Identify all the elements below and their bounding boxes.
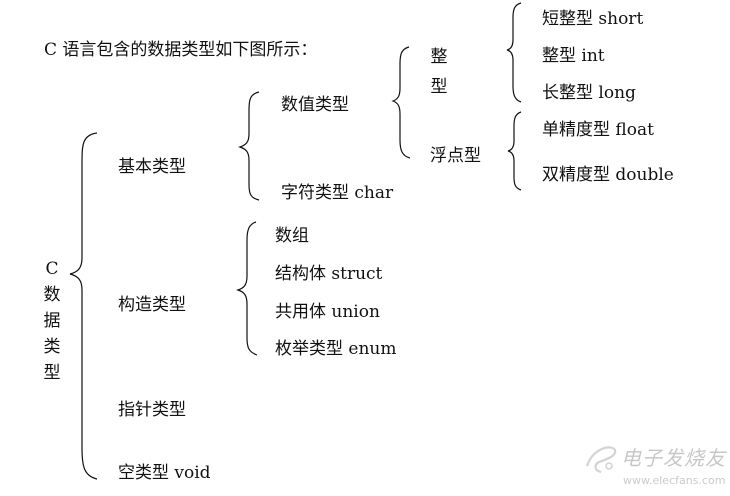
root-char: 型 <box>43 363 61 383</box>
root-char: 据 <box>43 311 61 331</box>
root-char: 数 <box>43 285 61 305</box>
integer-type-int: 整型 int <box>542 46 605 66</box>
integer-char: 整 <box>430 47 448 67</box>
brace-numeric <box>391 46 411 159</box>
integer-type-long: 长整型 long <box>542 83 636 103</box>
root-char: 类 <box>43 337 61 357</box>
intro-text: C 语言包含的数据类型如下图所示： <box>44 40 318 60</box>
brace-basic <box>238 91 260 201</box>
watermark-name: 电子发烧友 <box>621 446 726 470</box>
node-integer: 整 型 <box>427 42 451 102</box>
brace-integer <box>506 2 522 103</box>
construct-type-array: 数组 <box>275 226 309 246</box>
brace-root <box>69 132 98 480</box>
root-label: C 数 据 类 型 <box>40 256 64 386</box>
brace-float <box>507 111 522 191</box>
node-numeric: 数值类型 <box>281 95 349 115</box>
node-construct: 构造类型 <box>118 295 186 315</box>
node-char: 字符类型 char <box>281 183 394 203</box>
construct-type-struct: 结构体 struct <box>275 264 383 284</box>
watermark-url: www.elecfans.com <box>623 474 726 487</box>
integer-char: 型 <box>430 77 448 97</box>
node-floating: 浮点型 <box>430 146 481 166</box>
watermark: 电子发烧友 www.elecfans.com <box>583 438 728 494</box>
root-char: C <box>45 259 59 279</box>
node-basic: 基本类型 <box>118 157 186 177</box>
float-type-float: 单精度型 float <box>542 120 654 140</box>
construct-type-union: 共用体 union <box>275 302 380 322</box>
construct-type-enum: 枚举类型 enum <box>275 339 397 359</box>
watermark-logo-icon <box>585 446 617 474</box>
node-void: 空类型 void <box>118 463 211 483</box>
brace-construct <box>236 221 258 356</box>
node-pointer: 指针类型 <box>118 400 186 420</box>
integer-type-short: 短整型 short <box>542 9 644 29</box>
float-type-double: 双精度型 double <box>542 165 674 185</box>
